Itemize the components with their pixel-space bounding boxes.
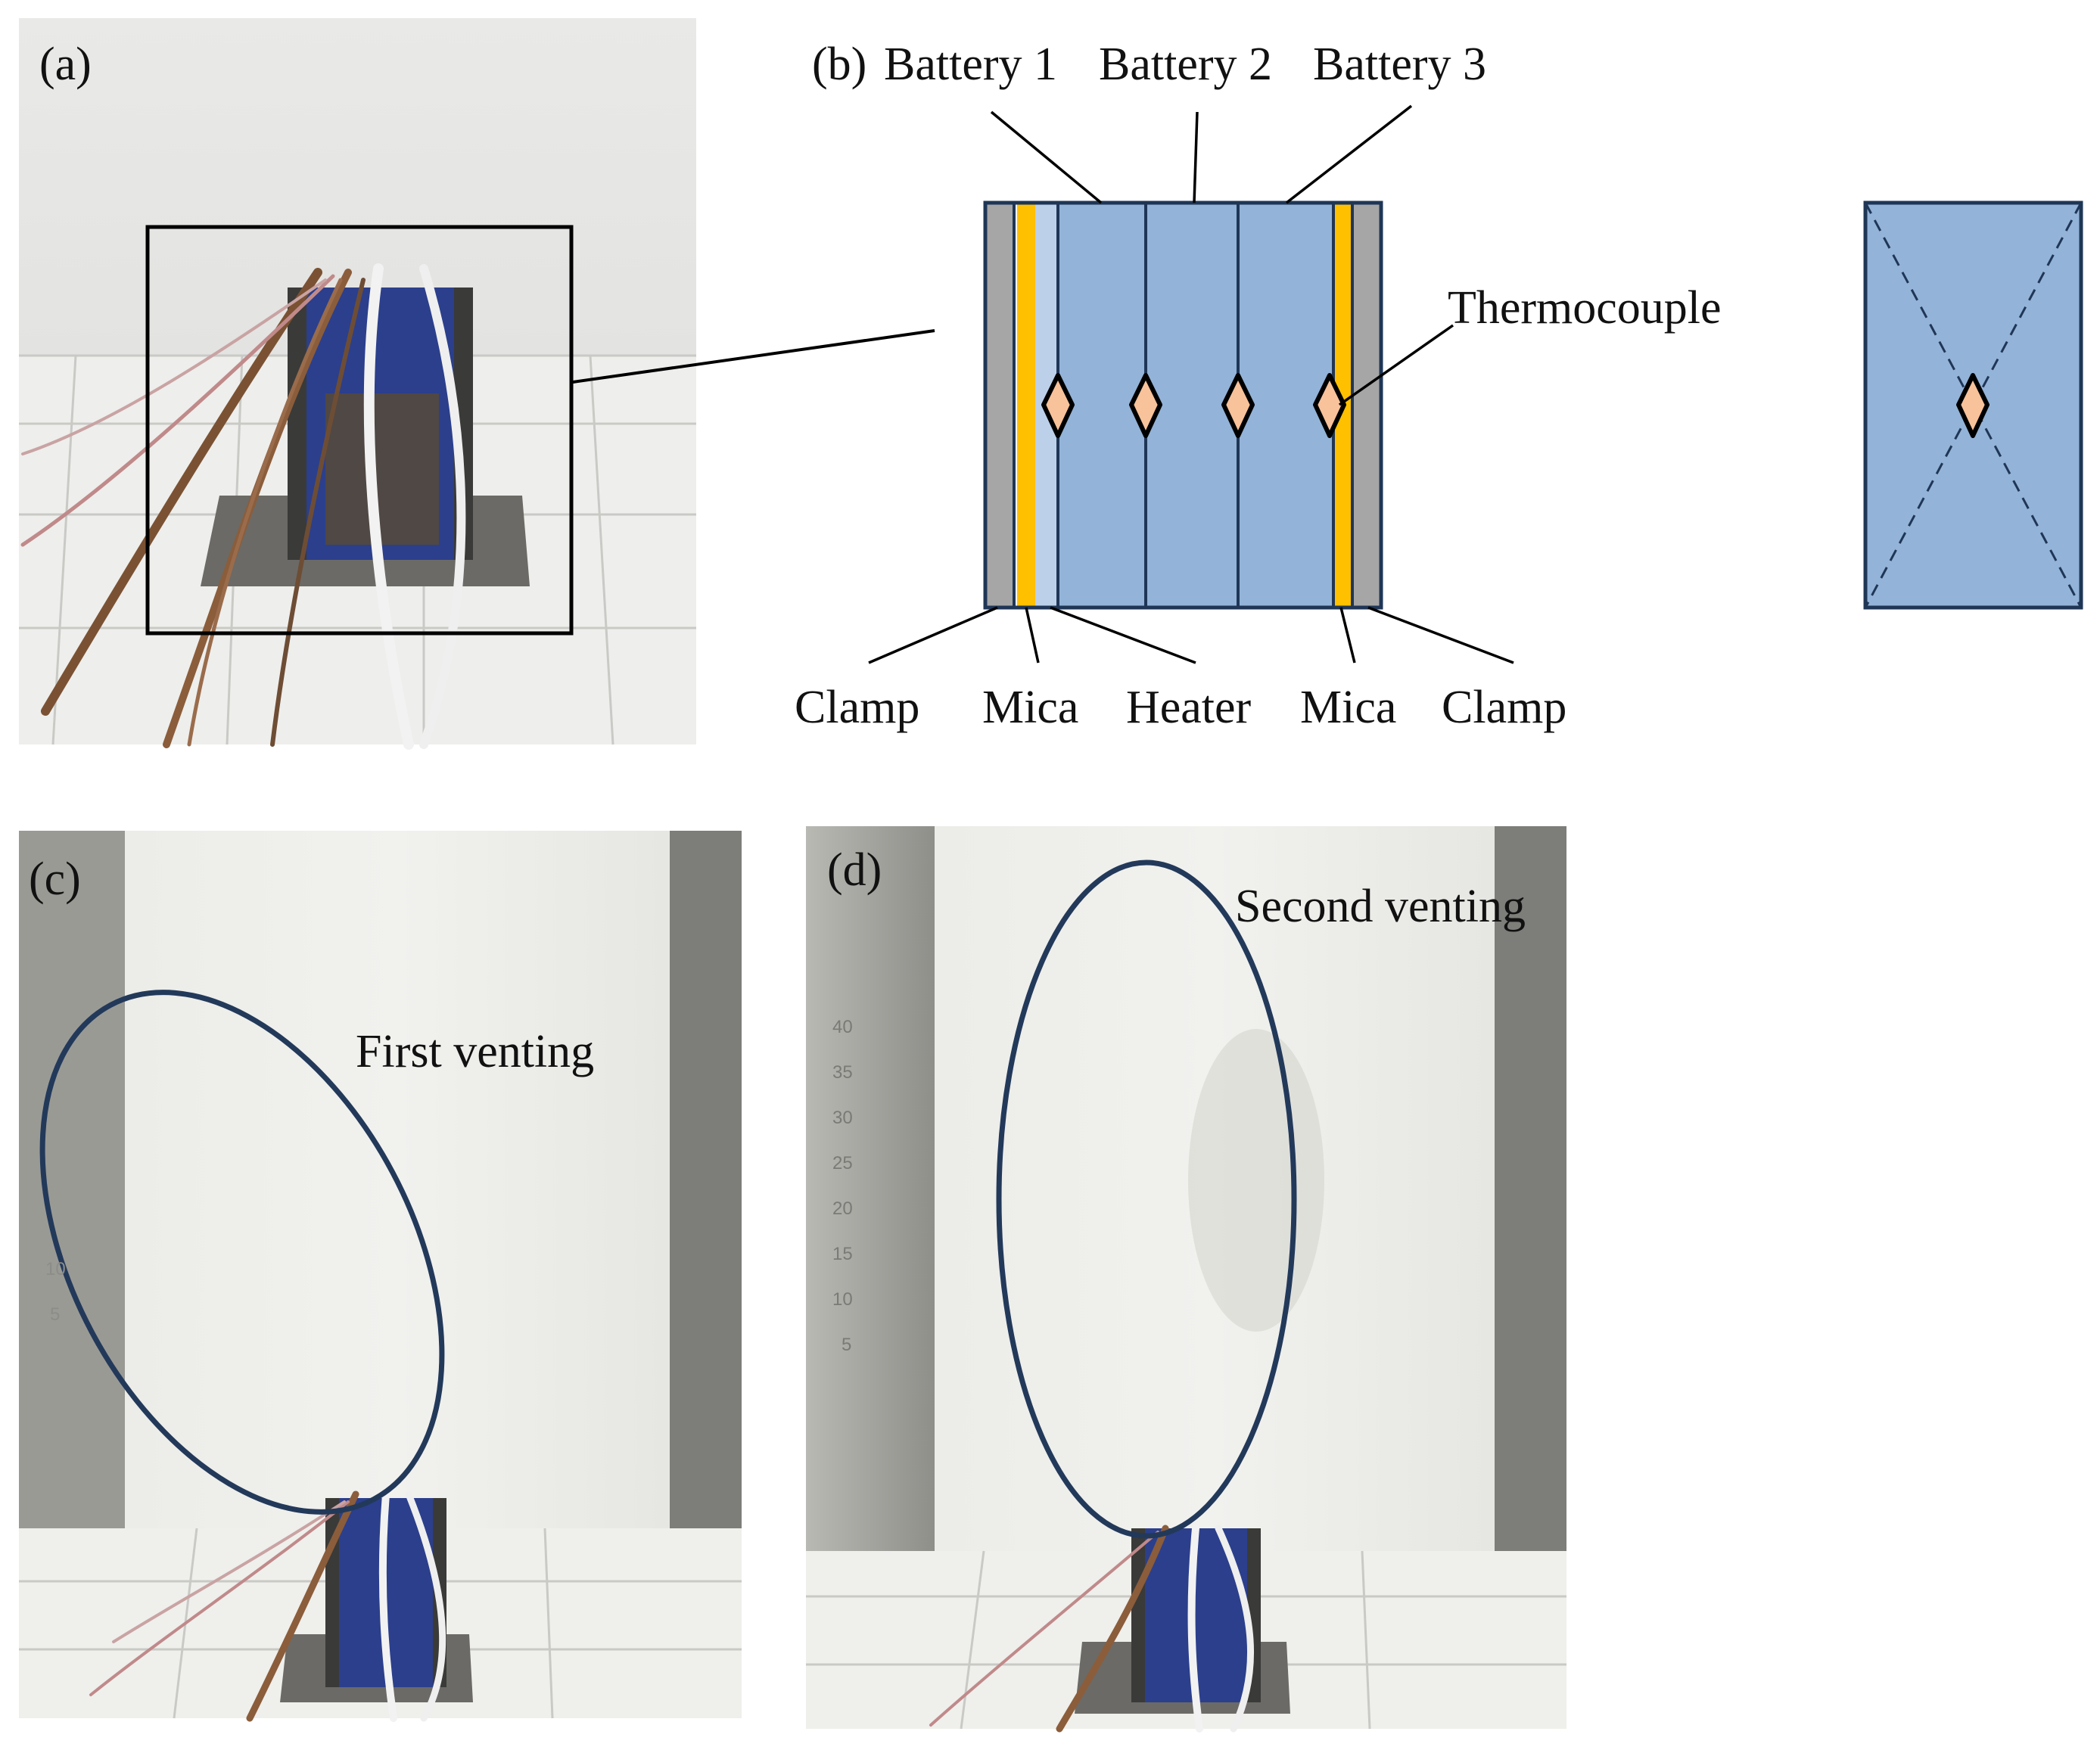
label-battery-1: Battery 1 — [884, 39, 1057, 90]
label-clamp-right: Clamp — [1442, 682, 1566, 733]
ruler-tick-35: 35 — [832, 1062, 853, 1083]
photo-a — [19, 18, 696, 750]
label-battery-3: Battery 3 — [1313, 39, 1486, 90]
label-mica-right: Mica — [1300, 682, 1396, 733]
ruler-tick-20: 20 — [832, 1198, 853, 1219]
annotation-second-venting: Second venting — [1235, 881, 1526, 932]
venting-ellipse-c — [39, 990, 445, 1515]
panel-label-c: (c) — [29, 853, 81, 905]
ruler-tick-30: 30 — [832, 1108, 853, 1128]
label-battery-2: Battery 2 — [1099, 39, 1272, 90]
ruler-tick-5: 5 — [842, 1335, 851, 1355]
schematic-module — [983, 200, 1383, 610]
label-mica-left: Mica — [982, 682, 1078, 733]
label-thermocouple: Thermocouple — [1448, 282, 1722, 334]
panel-label-b: (b) — [812, 39, 866, 90]
ruler-tick-10: 10 — [832, 1289, 853, 1310]
label-heater: Heater — [1126, 682, 1252, 733]
panel-label-d: (d) — [827, 844, 882, 896]
venting-ellipse-d — [996, 859, 1297, 1539]
label-clamp-left: Clamp — [795, 682, 919, 733]
ruler-c: 10 5 — [45, 1259, 66, 1325]
ruler-tick-15: 15 — [832, 1244, 853, 1264]
ruler-tick-c-10: 10 — [45, 1259, 66, 1279]
panel-label-a: (a) — [39, 39, 92, 90]
ruler-tick-25: 25 — [832, 1153, 853, 1173]
battery-side-view — [1863, 200, 2083, 610]
ruler-tick-c-5: 5 — [50, 1304, 60, 1325]
ruler-d: 40 35 30 25 20 15 10 5 — [832, 1017, 853, 1355]
photo-d — [806, 826, 1566, 1733]
leader-lines — [868, 104, 1514, 664]
ruler-tick-40: 40 — [832, 1017, 853, 1037]
connector-line — [572, 329, 935, 384]
photo-c — [19, 831, 742, 1722]
annotation-first-venting: First venting — [356, 1026, 594, 1077]
